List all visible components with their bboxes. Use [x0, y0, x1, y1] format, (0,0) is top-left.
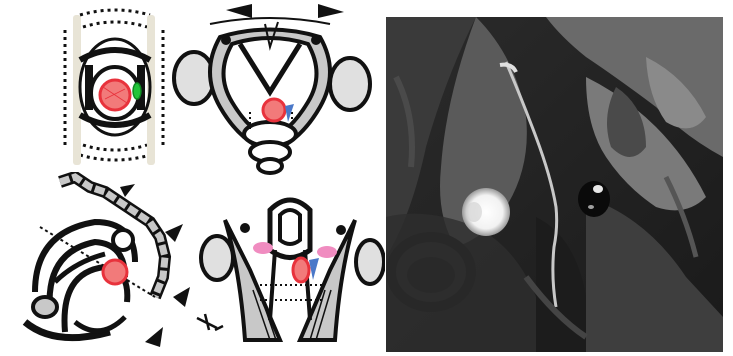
lesion-marker: [293, 258, 309, 282]
green-marker: [133, 83, 141, 99]
pink-marker: [317, 246, 337, 258]
lesion-marker: [103, 260, 127, 284]
mri-sagittal-image: [386, 17, 723, 352]
transverse-schematic: [195, 190, 385, 352]
sagittal-schematic: [15, 172, 195, 352]
axial-schematic: [55, 5, 175, 170]
lesion-marker: [263, 99, 285, 121]
coronal-schematic: [170, 2, 375, 180]
blue-marker: [309, 258, 319, 280]
pink-marker: [253, 242, 273, 254]
